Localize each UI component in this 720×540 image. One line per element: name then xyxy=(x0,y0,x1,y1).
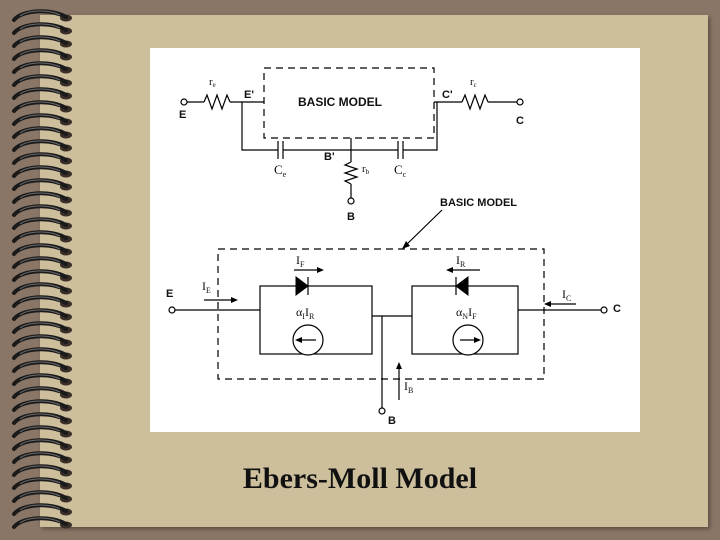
top-base-terminal xyxy=(347,197,355,205)
binding-ring xyxy=(12,113,72,126)
binding-ring xyxy=(12,477,72,490)
bottom-base-terminal xyxy=(378,407,386,415)
ir-label: IR xyxy=(456,253,466,269)
binding-ring xyxy=(12,269,72,282)
top-circuit: BASIC MODEL re E E' rc C C' Ce Cc rb B' xyxy=(179,67,524,223)
top-collector-terminal xyxy=(516,98,524,106)
ib-arrowhead xyxy=(396,362,402,369)
binding-ring xyxy=(12,412,72,425)
if-arrowhead xyxy=(317,267,324,273)
binding-ring xyxy=(12,451,72,464)
binding-ring xyxy=(12,191,72,204)
bottom-emitter-terminal-label: E xyxy=(166,288,173,300)
top-collector-terminal-label: C xyxy=(516,115,524,127)
top-basic-model-label: BASIC MODEL xyxy=(298,95,382,109)
ic-arrowhead xyxy=(544,301,551,307)
top-basic-model-box xyxy=(263,67,435,139)
re-label: re xyxy=(209,76,216,89)
ce-label: Ce xyxy=(274,162,287,179)
top-emitter-terminal xyxy=(180,98,188,106)
bottom-collector-terminal xyxy=(600,306,608,314)
binding-ring xyxy=(12,178,72,191)
binding-ring xyxy=(12,282,72,295)
bottom-circuit: E IE IF αIIR B IB IR αNIF xyxy=(166,248,621,427)
bottom-basic-model-box xyxy=(217,248,545,380)
binding-ring xyxy=(12,321,72,334)
resistor-rb-symbol xyxy=(343,161,359,185)
rb-label: rb xyxy=(362,163,370,176)
binding-ring xyxy=(12,516,72,529)
binding-ring xyxy=(12,334,72,347)
if-label: IF xyxy=(296,253,305,269)
slide-title: Ebers-Moll Model xyxy=(242,462,478,495)
binding-ring xyxy=(12,243,72,256)
bottom-emitter-terminal xyxy=(168,306,176,314)
binding-ring xyxy=(12,87,72,100)
bottom-base-terminal-label: B xyxy=(388,415,396,427)
binding-ring xyxy=(12,425,72,438)
binding-ring xyxy=(12,360,72,373)
binding-ring xyxy=(12,35,72,48)
ic-label: IC xyxy=(562,287,571,303)
bottom-collector-terminal-label: C xyxy=(613,303,621,315)
diagram-panel xyxy=(150,48,640,432)
binding-ring xyxy=(12,308,72,321)
callout-arrowhead xyxy=(402,241,410,249)
node-c-prime-label: C' xyxy=(442,89,453,101)
cc-label: Cc xyxy=(394,162,407,179)
node-e-prime-label: E' xyxy=(244,89,254,101)
spiral-binding xyxy=(12,9,72,529)
left-branch-loop xyxy=(259,285,373,355)
binding-ring xyxy=(12,295,72,308)
resistor-re-symbol xyxy=(203,93,231,111)
alpha-n-if-label: αNIF xyxy=(456,305,477,321)
binding-ring xyxy=(12,503,72,516)
diode-reverse xyxy=(455,276,469,296)
binding-ring xyxy=(12,373,72,386)
binding-ring xyxy=(12,256,72,269)
node-b-prime-label: B' xyxy=(324,151,335,163)
binding-ring xyxy=(12,217,72,230)
binding-ring xyxy=(12,399,72,412)
binding-ring xyxy=(12,22,72,35)
ebers-moll-circuit-diagram: BASIC MODEL re E E' rc C C' Ce Cc rb B' xyxy=(166,67,621,427)
rc-label: rc xyxy=(470,76,477,89)
binding-ring xyxy=(12,152,72,165)
binding-ring xyxy=(12,204,72,217)
binding-ring xyxy=(12,230,72,243)
diode-forward xyxy=(295,276,309,296)
basic-model-callout: BASIC MODEL xyxy=(402,197,517,249)
callout-basic-model-label: BASIC MODEL xyxy=(440,197,517,209)
binding-ring xyxy=(12,438,72,451)
binding-ring xyxy=(12,9,72,22)
alpha-i-ir-label: αIIR xyxy=(296,305,315,321)
ir-arrowhead xyxy=(446,267,453,273)
callout-arrow-line xyxy=(404,209,443,247)
binding-ring xyxy=(12,490,72,503)
binding-ring xyxy=(12,126,72,139)
top-base-terminal-label: B xyxy=(347,211,355,223)
binding-ring xyxy=(12,464,72,477)
binding-ring xyxy=(12,139,72,152)
resistor-rc-symbol xyxy=(461,93,489,111)
binding-ring xyxy=(12,61,72,74)
ie-label: IE xyxy=(202,279,211,295)
ie-arrowhead xyxy=(231,297,238,303)
ib-label: IB xyxy=(404,379,413,395)
binding-ring xyxy=(12,165,72,178)
binding-ring xyxy=(12,100,72,113)
binding-ring xyxy=(12,74,72,87)
binding-ring xyxy=(12,386,72,399)
binding-ring xyxy=(12,347,72,360)
top-emitter-terminal-label: E xyxy=(179,109,186,121)
binding-ring xyxy=(12,48,72,61)
